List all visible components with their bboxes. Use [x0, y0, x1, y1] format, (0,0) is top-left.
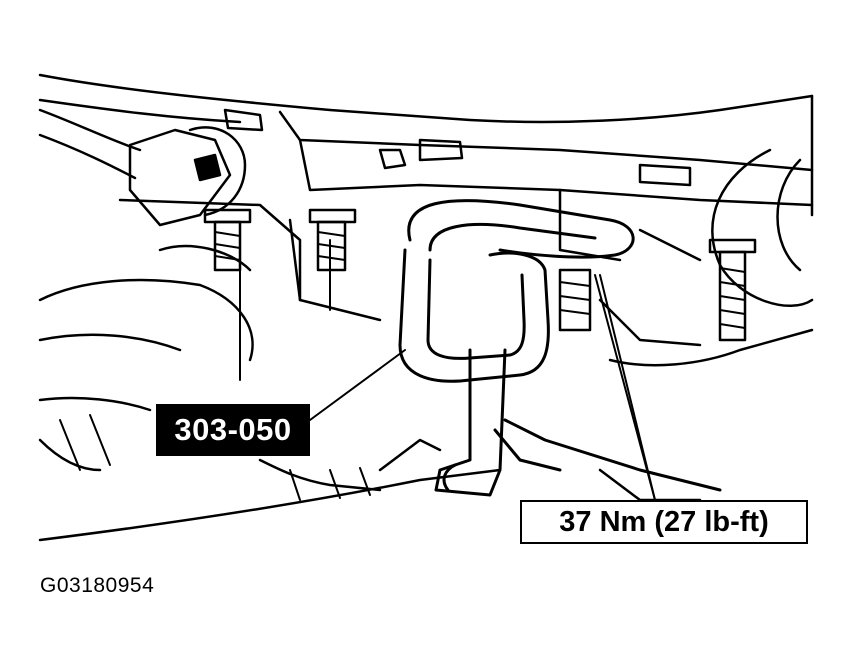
leader-lines [239, 234, 656, 501]
special-tool-callout: 303-050 [156, 404, 310, 456]
figure-id-label: G03180954 [40, 574, 155, 597]
hose-and-clamp [38, 108, 264, 227]
bolt-studs [203, 208, 757, 342]
torque-spec-callout: 37 Nm (27 lb-ft) [520, 500, 808, 544]
lifting-bracket [398, 199, 722, 497]
